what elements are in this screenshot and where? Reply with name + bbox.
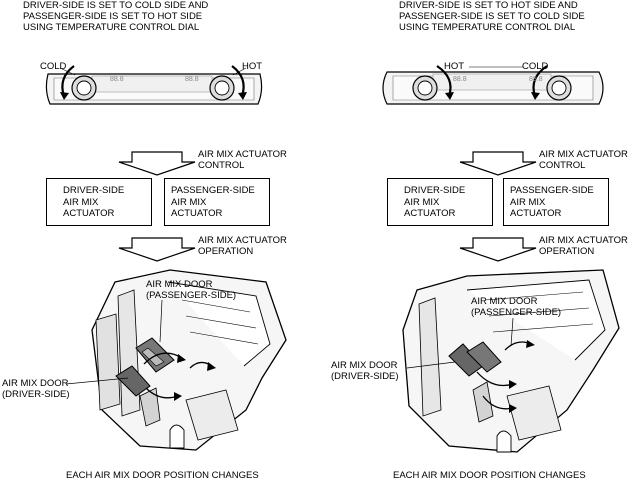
display-readout-right: 88.8: [529, 76, 543, 83]
panel-driver-hot: DRIVER-SIDE IS SET TO HOT SIDE AND PASSE…: [317, 0, 634, 483]
diagram-art: [382, 65, 620, 453]
dial-label-hot: HOT: [444, 61, 465, 72]
display-readout-left: 88.8: [453, 76, 467, 83]
arrow-down-control: [118, 151, 196, 176]
control-label-line-2: CONTROL: [198, 160, 245, 171]
control-label-line-1: AIR MIX ACTUATOR: [539, 149, 628, 160]
hvac-unit-illustration: [402, 269, 620, 453]
heading-line-2: PASSENGER-SIDE IS SET TO COLD SIDE: [399, 11, 585, 22]
arrow-down-operation: [118, 237, 196, 262]
passenger-door-label-1: AIR MIX DOOR: [471, 296, 538, 307]
caption: EACH AIR MIX DOOR POSITION CHANGES: [66, 470, 259, 481]
control-label-line-2: CONTROL: [539, 160, 586, 171]
display-readout-left: 88.8: [110, 76, 124, 83]
control-label-line-1: AIR MIX ACTUATOR: [198, 149, 287, 160]
climate-control-panel: [382, 65, 604, 105]
heading-line-3: USING TEMPERATURE CONTROL DIAL: [23, 22, 200, 33]
operation-label-line-2: OPERATION: [198, 246, 254, 257]
dial-label-cold: COLD: [40, 61, 67, 72]
driver-door-label-1: AIR MIX DOOR: [2, 378, 69, 389]
passenger-door-label-1: AIR MIX DOOR: [146, 279, 213, 290]
driver-door-label-2: (DRIVER-SIDE): [331, 371, 399, 382]
hvac-unit-illustration: [65, 269, 287, 451]
dial-label-hot: HOT: [242, 61, 263, 72]
arrow-down-operation: [459, 237, 537, 262]
heading-line-1: DRIVER-SIDE IS SET TO HOT SIDE AND: [399, 0, 578, 11]
dial-label-cold: COLD: [522, 61, 549, 72]
diagram-art: [45, 65, 287, 451]
heading-line-1: DRIVER-SIDE IS SET TO COLD SIDE AND: [23, 0, 209, 11]
heading-line-3: USING TEMPERATURE CONTROL DIAL: [399, 22, 576, 33]
caption: EACH AIR MIX DOOR POSITION CHANGES: [393, 470, 586, 481]
driver-door-label-2: (DRIVER-SIDE): [2, 389, 70, 400]
operation-label-line-1: AIR MIX ACTUATOR: [198, 235, 287, 246]
heading-line-2: PASSENGER-SIDE IS SET TO HOT SIDE: [23, 11, 203, 22]
passenger-door-label-2: (PASSENGER-SIDE): [146, 290, 237, 301]
climate-control-panel: [45, 65, 263, 105]
panel-driver-cold: DRIVER-SIDE IS SET TO COLD SIDE AND PASS…: [2, 0, 287, 481]
driver-door-label-1: AIR MIX DOOR: [331, 360, 398, 371]
operation-label-line-2: OPERATION: [539, 246, 595, 257]
passenger-door-label-2: (PASSENGER-SIDE): [471, 307, 562, 318]
display-readout-right: 88.8: [185, 76, 199, 83]
operation-label-line-1: AIR MIX ACTUATOR: [539, 235, 628, 246]
arrow-down-control: [459, 151, 537, 176]
